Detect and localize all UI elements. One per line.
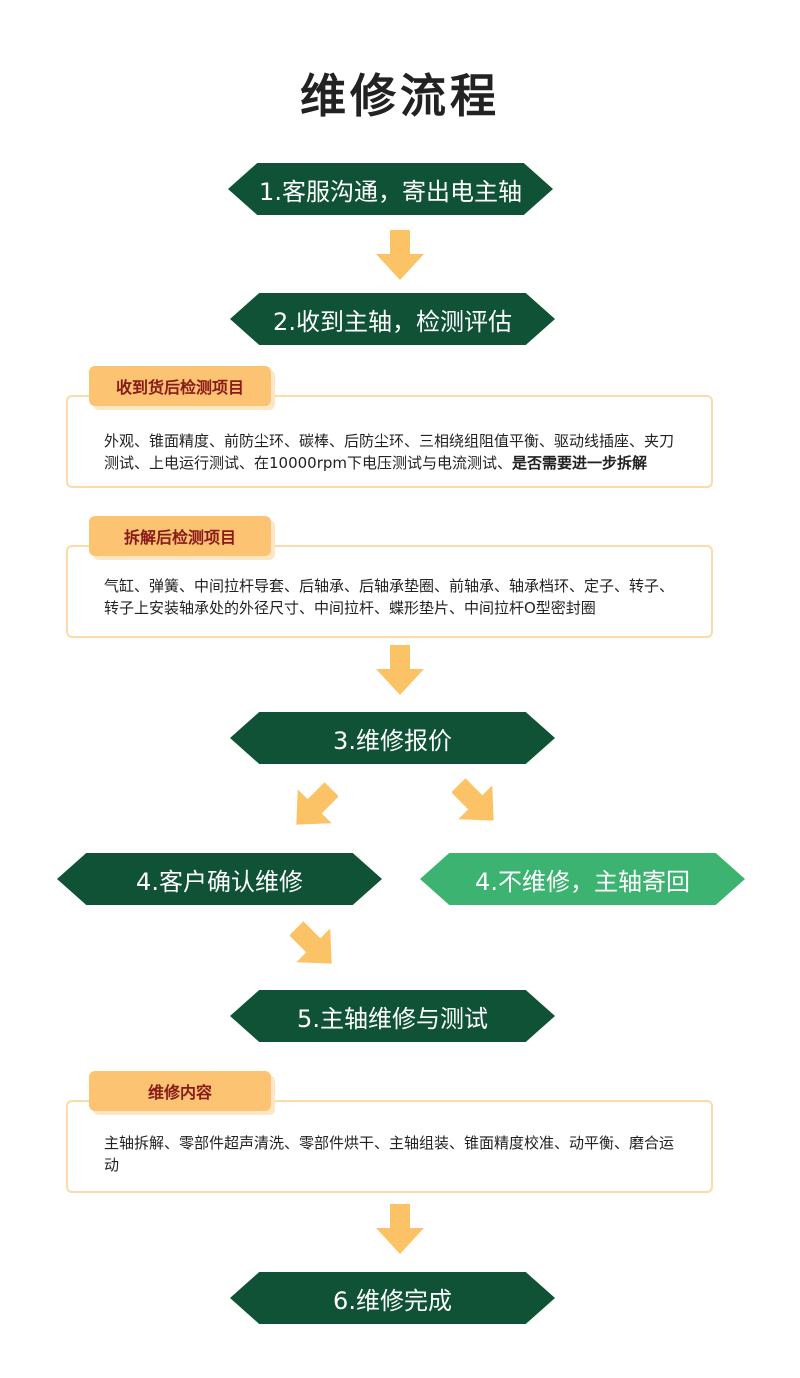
repair-content-text: 主轴拆解、零部件超声清洗、零部件烘干、主轴组装、锥面精度校准、动平衡、磨合运动 [104,1134,675,1174]
inspection-received-text: 外观、锥面精度、前防尘环、碳棒、后防尘环、三相绕组阻值平衡、驱动线插座、夹刀测试… [104,430,683,474]
step-6-hexagon: 6.维修完成 [230,1272,555,1324]
repair-content-box: 主轴拆解、零部件超声清洗、零部件烘干、主轴组装、锥面精度校准、动平衡、磨合运动 [66,1100,713,1193]
arrow-down-icon [376,230,424,280]
inspection-received-items: 外观、锥面精度、前防尘环、碳棒、后防尘环、三相绕组阻值平衡、驱动线插座、夹刀测试… [104,432,675,472]
step-2-label: 2.收到主轴，检测评估 [273,307,512,336]
arrow-down-icon [376,1204,424,1254]
inspection-received-bold: 是否需要进一步拆解 [512,454,648,472]
step-4-decline-hexagon: 4.不维修，主轴寄回 [420,853,745,905]
arrow-down-right-icon [290,921,332,964]
arrow-down-left-icon [296,782,338,825]
step-1-label: 1.客服沟通，寄出电主轴 [259,177,522,206]
step-1-hexagon: 1.客服沟通，寄出电主轴 [228,163,553,215]
tag-received-inspection: 收到货后检测项目 [89,366,271,406]
step-5-hexagon: 5.主轴维修与测试 [230,990,555,1042]
arrow-down-icon [376,645,424,695]
step-3-label: 3.维修报价 [333,726,452,755]
step-5-label: 5.主轴维修与测试 [297,1004,488,1033]
inspection-box-received: 外观、锥面精度、前防尘环、碳棒、后防尘环、三相绕组阻值平衡、驱动线插座、夹刀测试… [66,395,713,488]
step-4-confirm-label: 4.客户确认维修 [136,867,303,896]
step-2-hexagon: 2.收到主轴，检测评估 [230,293,555,345]
page-title: 维修流程 [300,69,500,123]
step-3-hexagon: 3.维修报价 [230,712,555,764]
inspection-disassembled-text: 气缸、弹簧、中间拉杆导套、后轴承、后轴承垫圈、前轴承、轴承档环、定子、转子、转子… [104,577,675,617]
step-4-confirm-hexagon: 4.客户确认维修 [57,853,382,905]
step-6-label: 6.维修完成 [333,1286,452,1315]
tag-disassembled-inspection: 拆解后检测项目 [89,516,271,556]
step-4-decline-label: 4.不维修，主轴寄回 [475,867,690,896]
inspection-box-disassembled: 气缸、弹簧、中间拉杆导套、后轴承、后轴承垫圈、前轴承、轴承档环、定子、转子、转子… [66,545,713,638]
tag-repair-content: 维修内容 [89,1071,271,1111]
arrow-down-right-icon [452,778,494,821]
